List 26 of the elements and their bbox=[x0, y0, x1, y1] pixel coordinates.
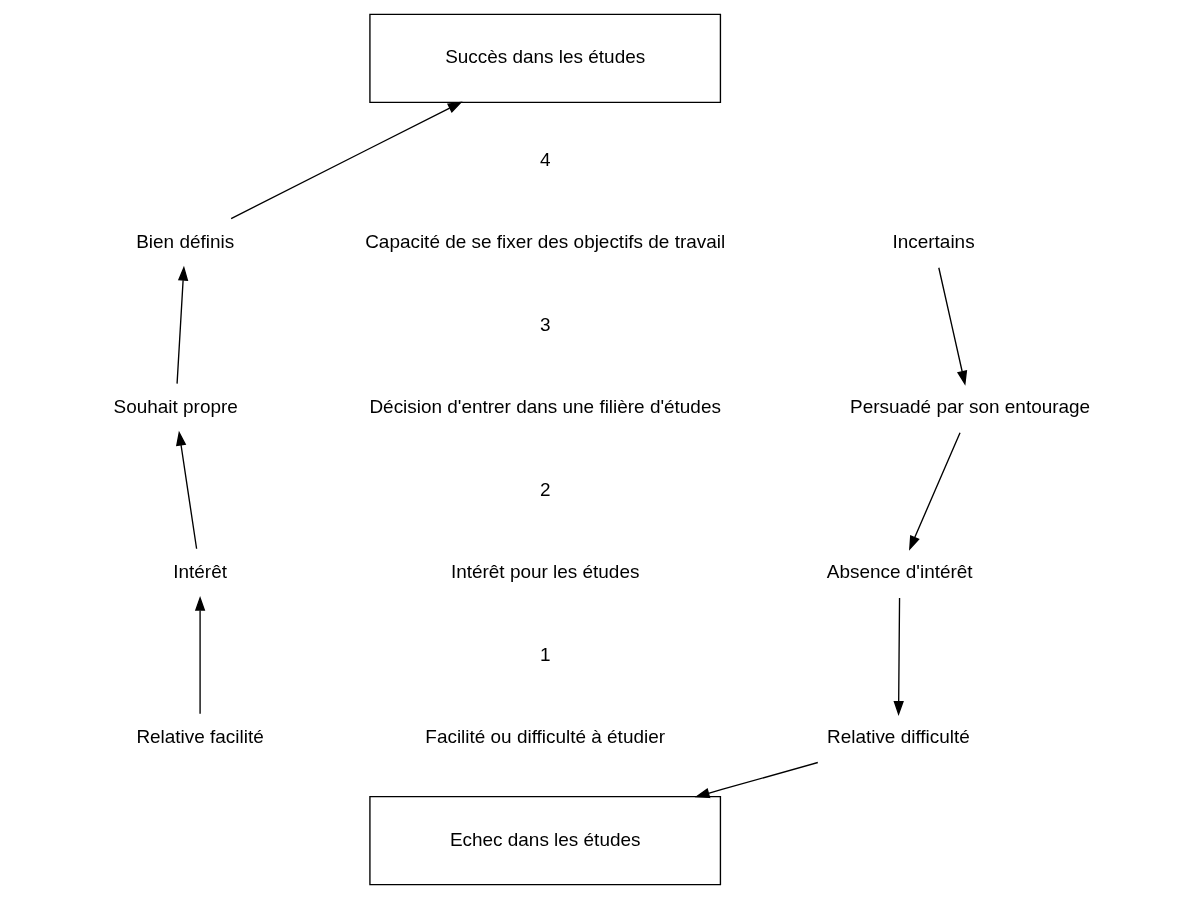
node-box: Succès dans les études bbox=[368, 13, 721, 103]
arrow bbox=[194, 595, 205, 715]
label: 2 bbox=[539, 478, 550, 500]
node-text: Relative difficulté bbox=[826, 725, 970, 747]
arrow bbox=[175, 430, 197, 549]
arrow bbox=[175, 265, 188, 384]
label: 1 bbox=[539, 643, 550, 665]
node-text: Absence d'intérêt bbox=[826, 560, 973, 582]
node-text: Persuadé par son entourage bbox=[849, 395, 1090, 417]
node-text: Relative facilité bbox=[135, 725, 264, 747]
arrow bbox=[908, 431, 961, 551]
label: Facilité ou difficulté à étudier bbox=[424, 725, 665, 747]
arrow bbox=[892, 596, 904, 716]
node-text: Souhait propre bbox=[113, 395, 238, 417]
label: Capacité de se fixer des objectifs de travail bbox=[364, 230, 725, 252]
label: 4 bbox=[539, 148, 550, 170]
node-text: Bien définis bbox=[135, 230, 234, 252]
label: Intérêt pour les études bbox=[450, 560, 639, 582]
arrow bbox=[937, 266, 967, 386]
node-text: Intérêt bbox=[172, 560, 227, 582]
label: Décision d'entrer dans une filière d'études bbox=[368, 395, 721, 417]
arrow bbox=[229, 101, 463, 219]
label: 3 bbox=[539, 313, 550, 335]
node-text: Incertains bbox=[892, 230, 975, 252]
arrow bbox=[694, 761, 818, 798]
node-box: Echec dans les études bbox=[368, 795, 721, 885]
